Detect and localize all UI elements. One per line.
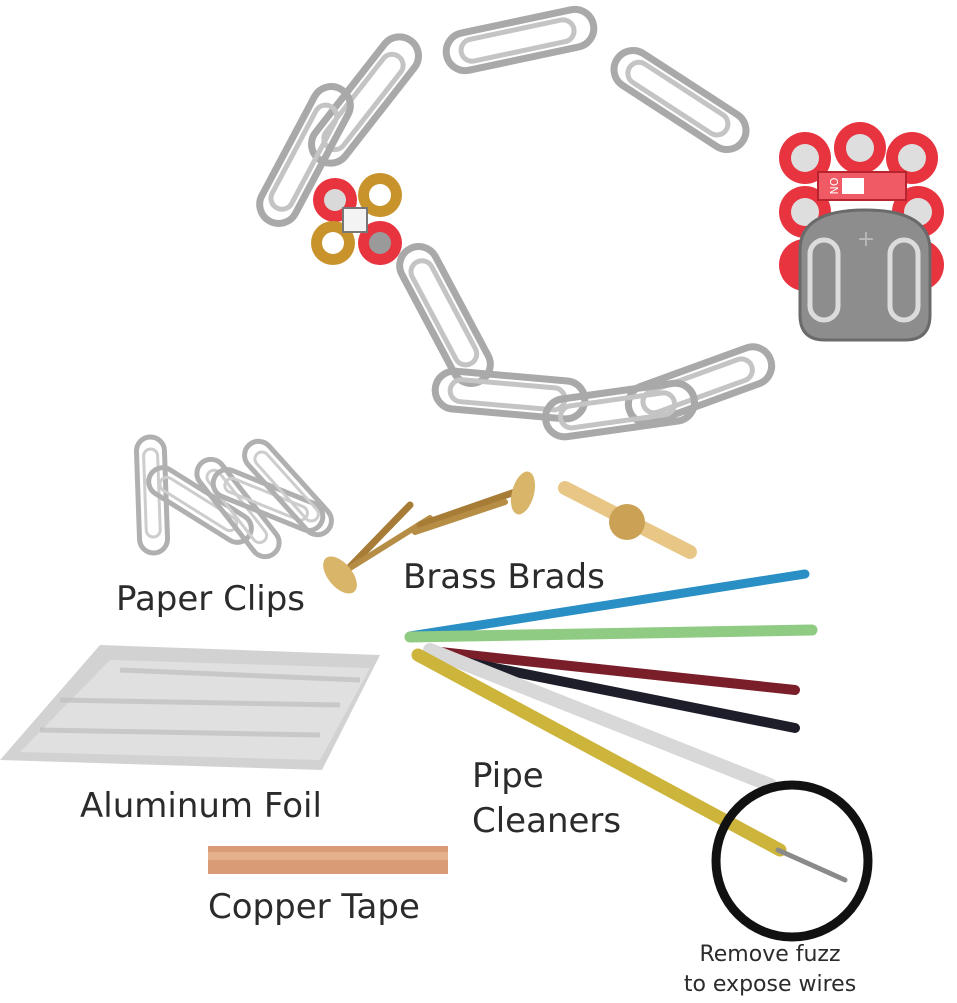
chain-clip [393,240,497,390]
callout-text-line2: to expose wires [683,972,857,997]
chain-clip [543,381,697,440]
label-paper-clips: Paper Clips [116,579,306,619]
aluminum-foil [0,645,380,770]
label-aluminum-foil: Aluminum Foil [80,786,322,826]
label-pipe-cleaners-line2: Cleaners [472,801,622,841]
label-brass-brads: Brass Brads [403,557,605,597]
battery-board: ON + [779,122,944,342]
chain-clip [443,6,598,74]
chain-clip [607,43,753,157]
label-pipe-cleaners-line1: Pipe [472,756,544,796]
switch-label: ON [827,178,840,195]
callout-text-line1: Remove fuzz [699,942,841,967]
battery-plus-symbol: + [857,227,875,252]
paper-clips-pile [136,436,337,563]
label-copper-tape: Copper Tape [208,887,420,927]
callout-circle [711,780,873,942]
led-board [311,173,402,265]
pipe-cleaners [404,569,848,883]
brass-brads [323,471,697,594]
